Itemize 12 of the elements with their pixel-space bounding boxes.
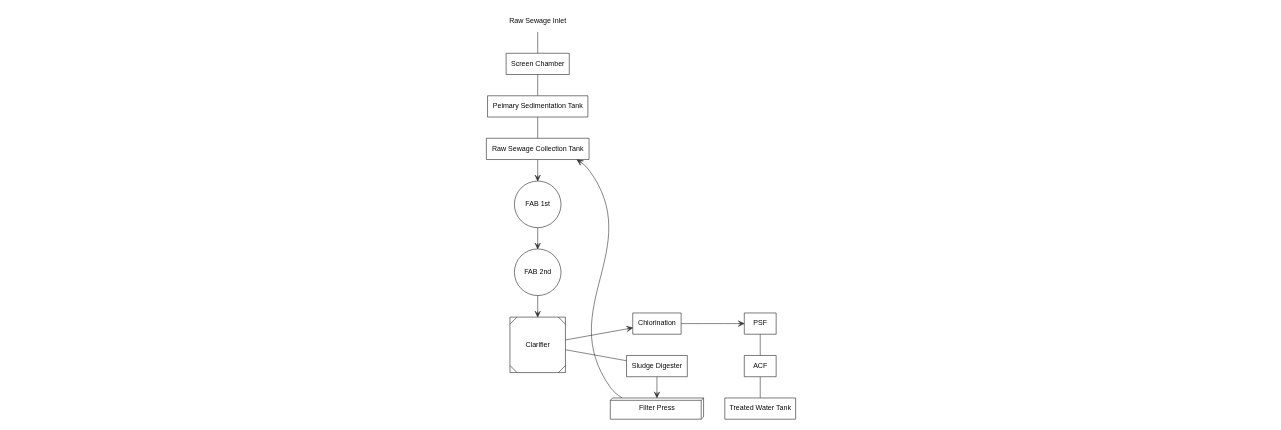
connector [536,74,538,96]
arrow [653,376,660,399]
arrow [534,295,541,318]
arrow [576,159,622,399]
connector [564,349,627,361]
arrow [680,320,744,327]
arrow [534,227,541,250]
connector [759,333,761,356]
connector [536,116,538,139]
arrow [534,159,541,182]
arrow [564,326,633,341]
connector [759,376,761,399]
